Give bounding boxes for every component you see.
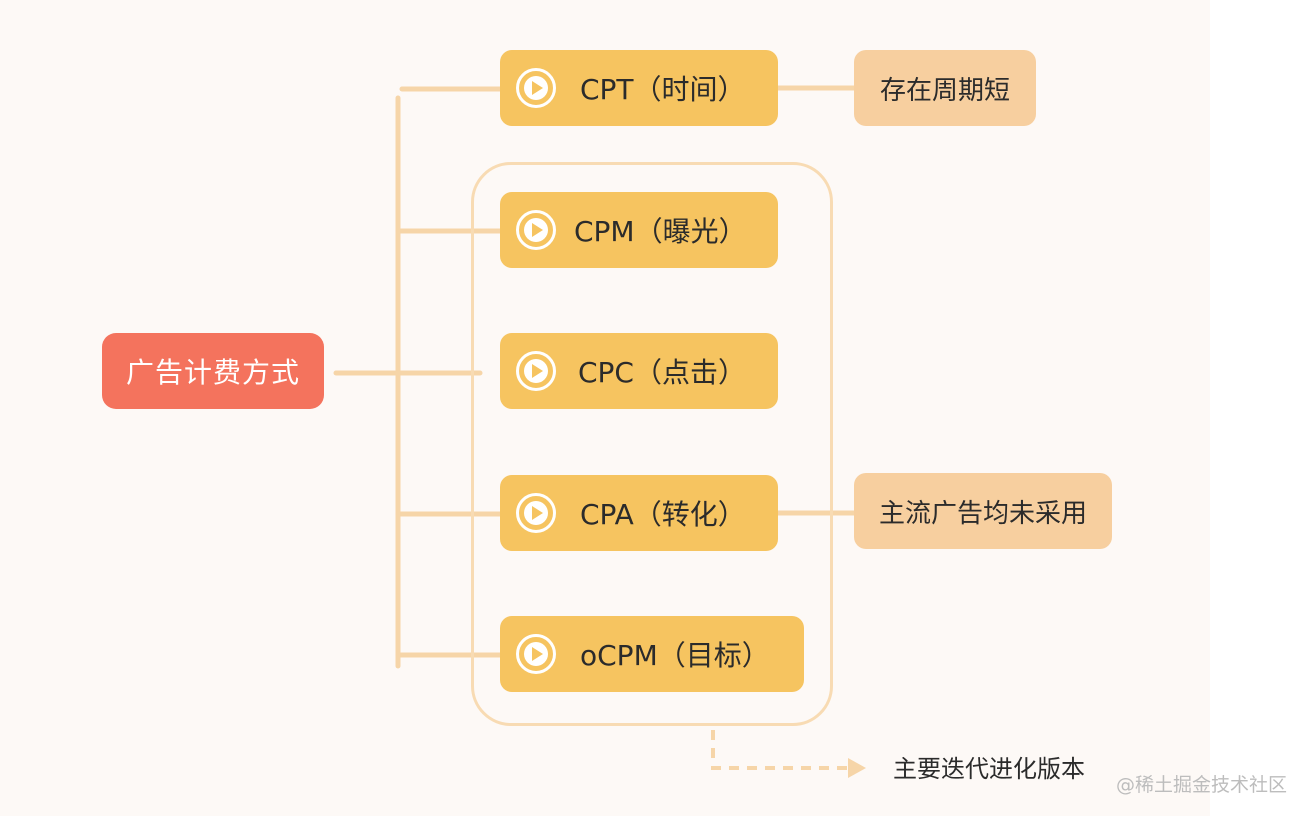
method-node-cpc[interactable]: CPC（点击） (500, 333, 778, 409)
play-circle-icon (516, 68, 556, 108)
method-label: CPM（曝光） (574, 215, 747, 248)
method-label: CPC（点击） (578, 356, 746, 389)
method-label: oCPM（目标） (580, 639, 770, 672)
method-label: CPT（时间） (580, 73, 746, 106)
note-label: 存在周期短 (879, 75, 1010, 106)
play-circle-icon (516, 634, 556, 674)
method-label: CPA（转化） (580, 498, 746, 531)
note-node-mainstream[interactable]: 主流广告均未采用 (854, 473, 1112, 549)
play-circle-icon (516, 210, 556, 250)
version-note-label: 主要迭代进化版本 (893, 755, 1085, 783)
main-versions-group-frame (471, 162, 833, 726)
root-label: 广告计费方式 (125, 356, 300, 389)
note-label: 主流广告均未采用 (878, 498, 1087, 529)
play-circle-icon (516, 493, 556, 533)
note-node-cpt[interactable]: 存在周期短 (854, 50, 1036, 126)
play-circle-icon (516, 351, 556, 391)
method-node-cpt[interactable]: CPT（时间） (500, 50, 778, 126)
method-node-cpm[interactable]: CPM（曝光） (500, 192, 778, 268)
method-node-cpa[interactable]: CPA（转化） (500, 475, 778, 551)
root-node[interactable]: 广告计费方式 (102, 333, 324, 409)
watermark: @稀土掘金技术社区 (1116, 774, 1288, 796)
method-node-ocpm[interactable]: oCPM（目标） (500, 616, 804, 692)
